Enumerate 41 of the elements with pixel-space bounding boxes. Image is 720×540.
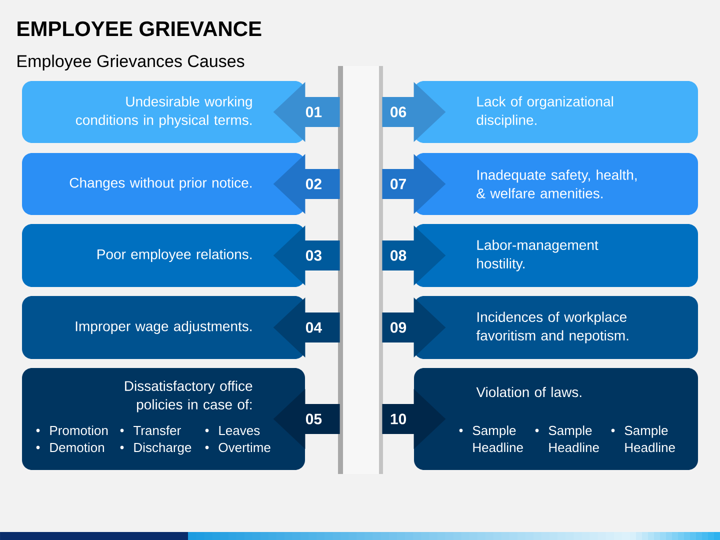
cause-box [22, 368, 305, 470]
list-item: Promotion [50, 426, 108, 436]
step-number: 01 [304, 106, 324, 118]
list-item: Overtime [218, 442, 270, 452]
list-item: Discharge [134, 442, 192, 455]
step-number: 10 [388, 412, 408, 426]
cause-box [414, 81, 698, 143]
cause-text: Poor employee relations. [98, 248, 252, 262]
step-number: 06 [388, 106, 408, 118]
cause-text: Violation of laws. [476, 386, 582, 398]
cause-box [414, 368, 698, 470]
cause-box [22, 153, 305, 215]
step-number: 03 [304, 249, 324, 262]
cause-text: Dissatisfactory office policies in case of: [125, 380, 252, 412]
list-item: Transfer [134, 426, 181, 436]
step-number: 09 [388, 321, 408, 334]
list-item: Sample Headline [624, 426, 675, 452]
cause-text: Changes without prior notice. [70, 177, 252, 191]
cause-box [22, 224, 305, 287]
step-number: 05 [304, 412, 324, 426]
cause-text: Incidences of workplace favoritism and nepotism. [476, 312, 628, 344]
title: EMPLOYEE GRIEVANCE [18, 21, 262, 36]
step-number: 07 [388, 178, 408, 190]
cause-box [414, 296, 698, 359]
step-number: 02 [304, 178, 324, 190]
cause-text: Improper wage adjustments. [76, 320, 252, 334]
list-item: Leaves [219, 426, 260, 436]
cause-box [414, 153, 698, 215]
list-item: Sample Headline [472, 426, 523, 452]
center-pillar [338, 66, 383, 474]
step-number: 04 [304, 321, 324, 334]
cause-text: Lack of organizational discipline. [476, 96, 613, 128]
cause-box [22, 296, 305, 359]
list-item: Sample Headline [548, 426, 599, 452]
cause-box [22, 81, 305, 143]
cause-text: Inadequate safety, health, & welfare amenities. [476, 170, 637, 198]
step-number: 08 [388, 249, 408, 262]
cause-box [414, 224, 698, 287]
cause-text: Undesirable working conditions in physical terms. [76, 96, 252, 128]
list-item: Demotion [50, 442, 104, 452]
cause-text: Labor-management hostility. [477, 240, 598, 272]
